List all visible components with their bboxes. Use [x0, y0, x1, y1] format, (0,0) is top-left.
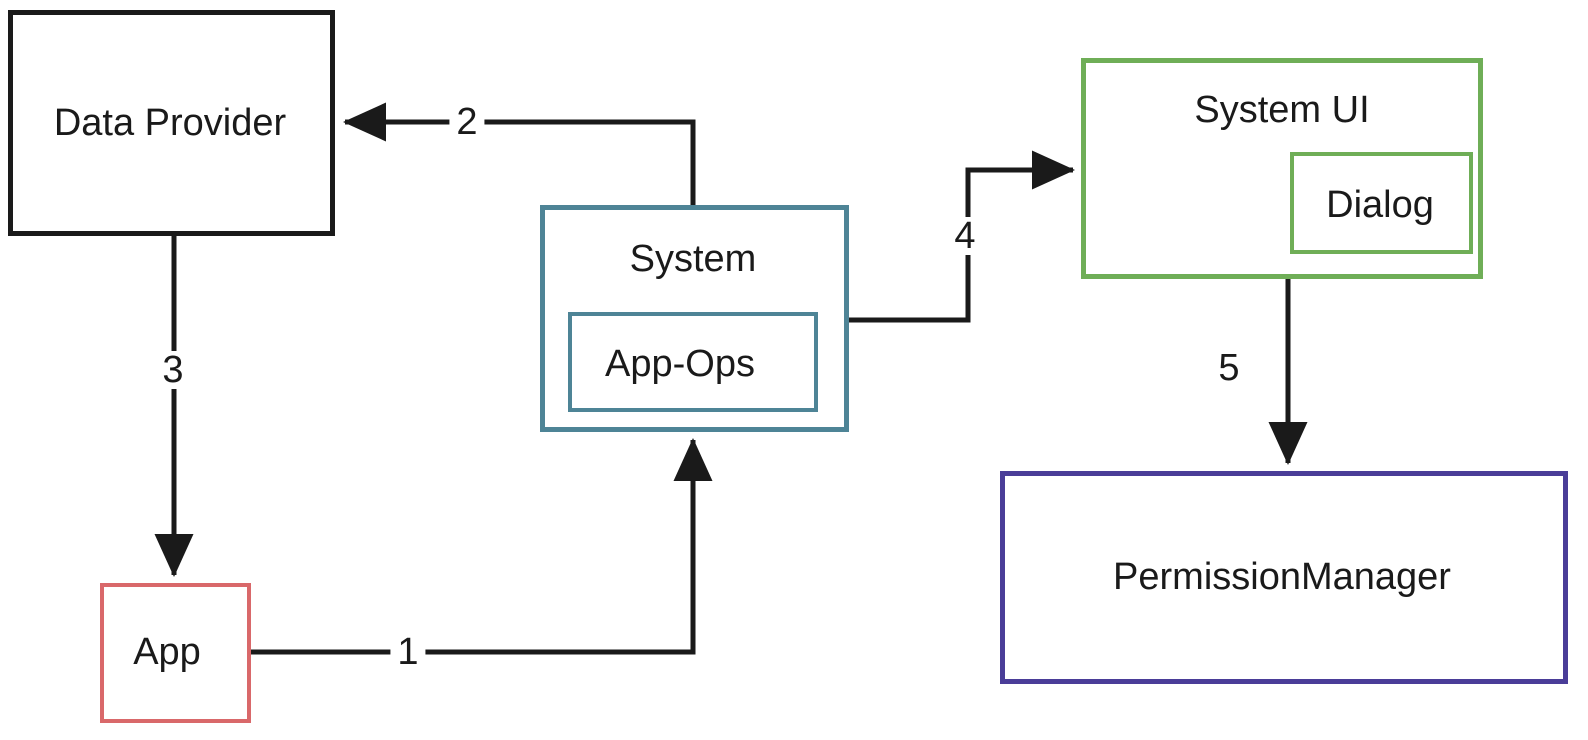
node-label-dialog: Dialog: [1326, 184, 1434, 226]
edge-label-4: 4: [947, 217, 983, 255]
node-label-system-ui: System UI: [1194, 89, 1370, 131]
edge-label-1: 1: [390, 633, 426, 671]
node-dialog[interactable]: [1290, 152, 1473, 254]
node-label-permission-manager: PermissionManager: [1113, 556, 1451, 598]
node-label-data-provider: Data Provider: [53, 102, 287, 144]
edge-label-5: 5: [1211, 349, 1247, 387]
edge-label-2: 2: [449, 103, 485, 141]
node-label-app-ops: App-Ops: [605, 343, 755, 385]
node-label-app: App: [133, 631, 201, 673]
edge-1: [251, 437, 713, 655]
node-data-provider[interactable]: [8, 10, 335, 236]
node-app[interactable]: [100, 583, 251, 723]
node-permission-manager[interactable]: [1000, 471, 1568, 684]
node-label-system: System: [629, 238, 757, 280]
node-app-ops[interactable]: [568, 312, 818, 412]
edge-2: [342, 102, 696, 205]
edge-label-3: 3: [155, 351, 191, 389]
